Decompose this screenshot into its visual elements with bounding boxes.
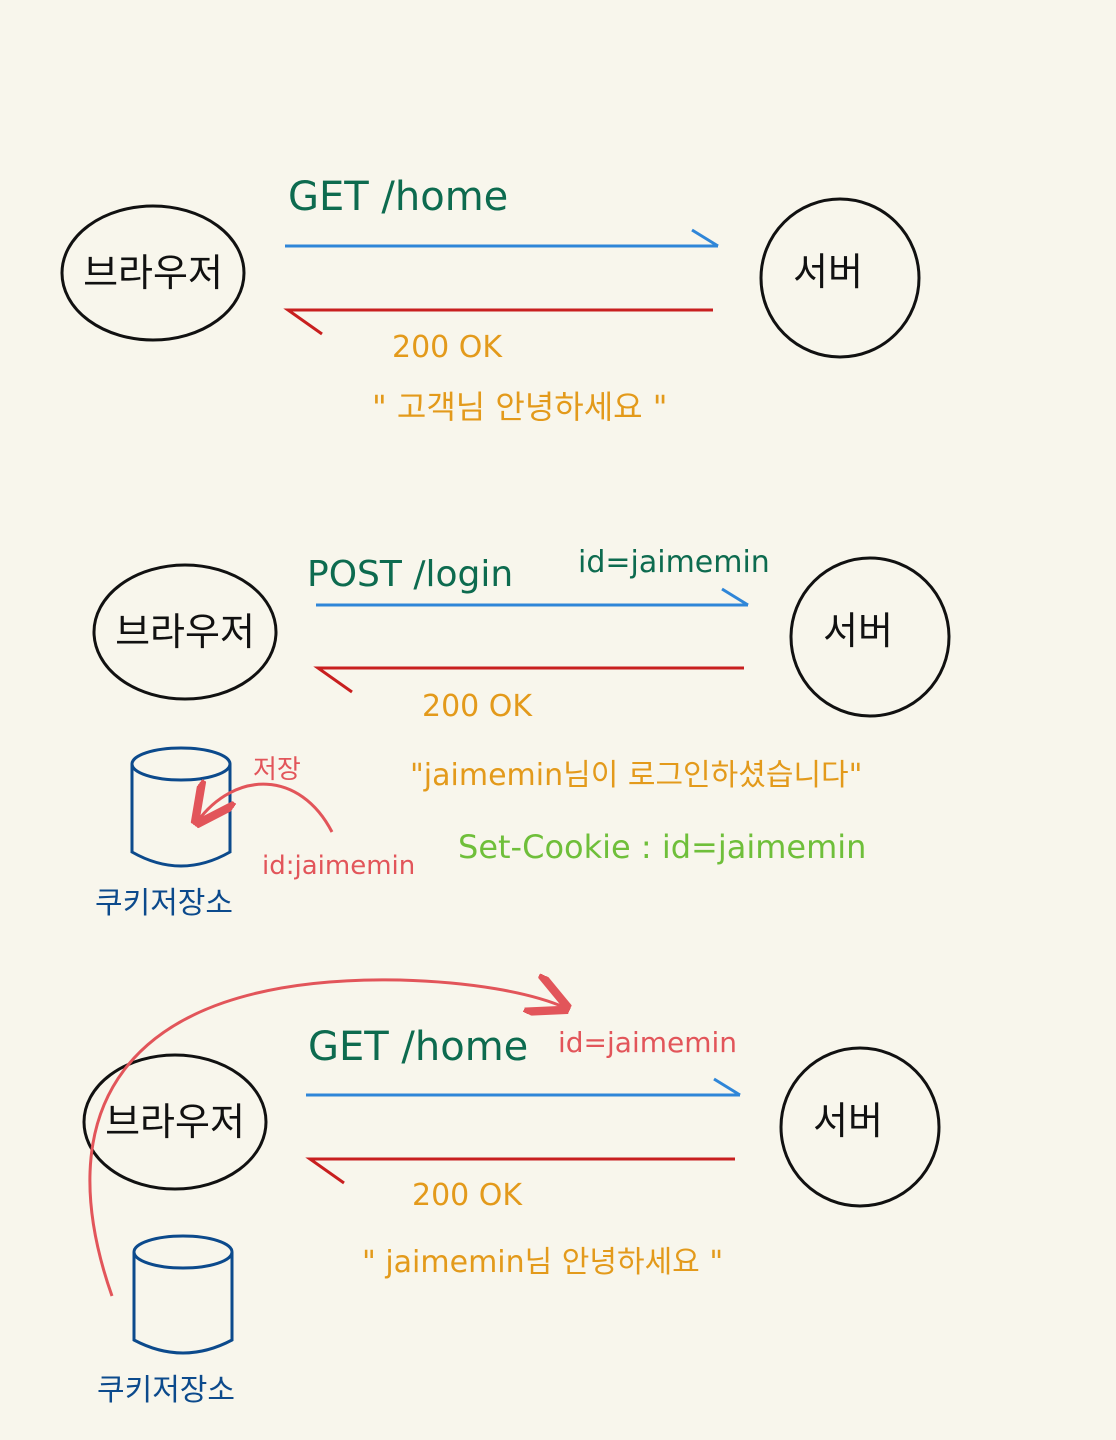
response-status: 200 OK: [422, 689, 533, 724]
response-arrow: [305, 1157, 735, 1185]
cookie-param: id=jaimemin: [558, 1026, 737, 1059]
request-arrow: [285, 228, 719, 248]
browser-label: 브라우저: [83, 251, 223, 295]
request-label: GET /home: [288, 174, 508, 220]
set-cookie-header: Set-Cookie : id=jaimemin: [458, 828, 866, 866]
request-label: GET /home: [308, 1024, 528, 1070]
cookie-storage-icon: [132, 1234, 234, 1355]
response-status: 200 OK: [412, 1178, 523, 1213]
storage-label: 쿠키저장소: [97, 1373, 235, 1408]
response-arrow: [283, 308, 713, 336]
response-body: " 고객님 안녕하세요 ": [372, 388, 667, 426]
storage-label: 쿠키저장소: [95, 886, 233, 921]
request-param: id=jaimemin: [578, 545, 770, 580]
response-status: 200 OK: [392, 330, 503, 365]
browser-node: [92, 563, 278, 701]
browser-label: 브라우저: [105, 1100, 245, 1144]
request-arrow: [306, 1077, 741, 1097]
server-label: 서버: [813, 1099, 883, 1143]
store-label: 저장: [253, 755, 301, 785]
store-arrow: [197, 784, 334, 832]
server-node: [779, 1046, 941, 1208]
request-arrow: [316, 587, 749, 607]
response-body: " jaimemin님 안녕하세요 ": [362, 1245, 723, 1280]
server-node: [789, 556, 951, 718]
server-node: [759, 197, 921, 359]
request-label: POST /login: [307, 554, 513, 595]
cookie-storage-icon: [130, 746, 232, 868]
browser-node: [82, 1053, 268, 1191]
server-label: 서버: [793, 250, 863, 294]
scene-2: 브라우저 서버 POST /login id=jaimemin 200 OK "…: [92, 545, 951, 921]
scene-3: 브라우저 서버 GET /home id=jaimemin 200 OK " j…: [82, 980, 941, 1408]
browser-label: 브라우저: [115, 610, 255, 654]
browser-node: [60, 204, 246, 342]
response-arrow: [313, 666, 744, 694]
stored-value: id:jaimemin: [262, 851, 415, 881]
server-label: 서버: [823, 609, 893, 653]
scene-1: 브라우저 서버 GET /home 200 OK " 고객님 안녕하세요 ": [60, 174, 921, 426]
response-body: "jaimemin님이 로그인하셨습니다": [410, 758, 862, 793]
cookie-send-arrow: [88, 980, 566, 1297]
